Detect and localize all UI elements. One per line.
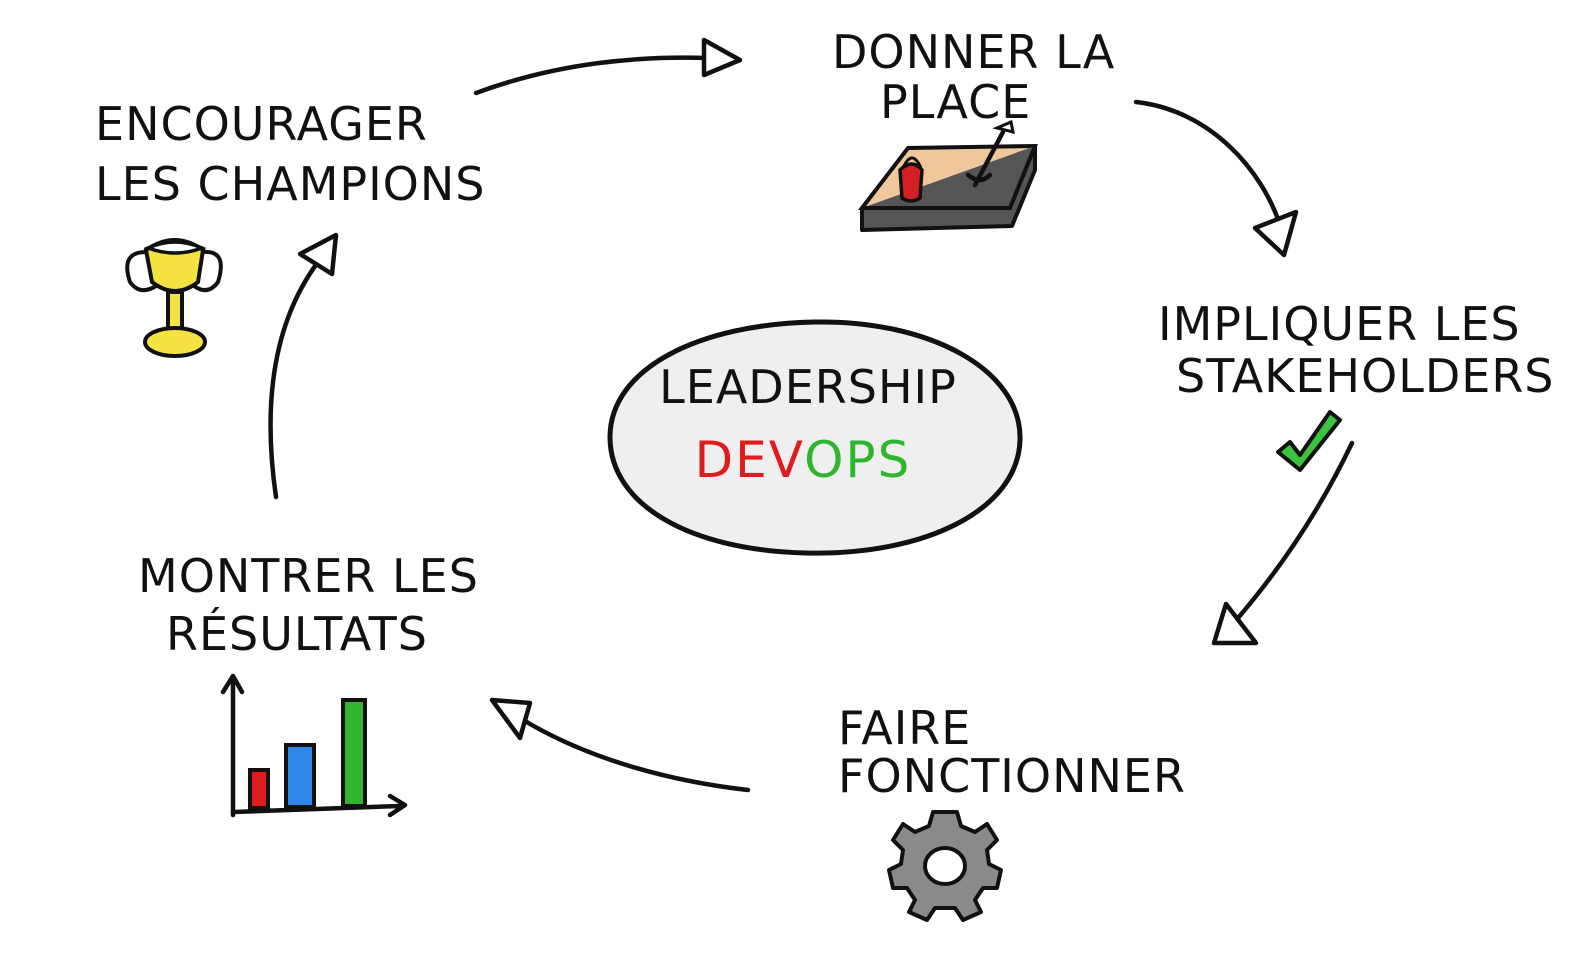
step-encourager-line2: LES CHAMPIONS: [95, 157, 486, 211]
center-subtitle: DEVOPS: [695, 431, 912, 489]
arrow-encourager-to-donner: [473, 37, 743, 96]
center-title: LEADERSHIP: [659, 360, 957, 414]
trophy-icon: [125, 238, 223, 358]
center-ellipse: [607, 319, 1023, 556]
bar-chart-icon: [220, 673, 408, 818]
gear-icon: [887, 810, 1003, 922]
bar-blue: [284, 743, 316, 809]
step-montrer-line1: MONTRER LES: [138, 549, 479, 603]
subtitle-ops: OPS: [804, 431, 911, 489]
step-montrer-line2: RÉSULTATS: [166, 607, 428, 661]
arrow-donner-to-impliquer: [1133, 99, 1299, 258]
sandbox-icon: [857, 119, 1038, 232]
arrow-faire-to-montrer: [489, 697, 751, 793]
step-encourager-les-champions: ENCOURAGER LES CHAMPIONS: [95, 97, 486, 358]
checkmark-icon: [1276, 410, 1342, 472]
step-impliquer-les-stakeholders: IMPLIQUER LES STAKEHOLDERS: [1158, 297, 1555, 472]
step-donner-line1: DONNER LA: [832, 25, 1115, 79]
step-donner-la-place: DONNER LA PLACE: [832, 25, 1115, 232]
bar-green: [341, 698, 367, 808]
step-faire-line1: FAIRE: [838, 701, 971, 755]
cycle-arrows: [268, 37, 1355, 793]
step-faire-fonctionner: FAIRE FONCTIONNER: [838, 701, 1186, 922]
step-impliquer-line1: IMPLIQUER LES: [1158, 297, 1521, 351]
step-encourager-line1: ENCOURAGER: [95, 97, 428, 151]
step-faire-line2: FONCTIONNER: [838, 749, 1186, 803]
arrow-impliquer-to-faire: [1211, 440, 1355, 646]
subtitle-dev: DEV: [695, 431, 804, 489]
arrow-montrer-to-encourager: [268, 232, 339, 500]
bar-red: [248, 768, 270, 810]
step-donner-line2: PLACE: [880, 75, 1031, 129]
step-impliquer-line2: STAKEHOLDERS: [1176, 349, 1555, 403]
step-montrer-les-resultats: MONTRER LES RÉSULTATS: [138, 549, 479, 818]
center-node: LEADERSHIP DEVOPS: [607, 319, 1023, 556]
